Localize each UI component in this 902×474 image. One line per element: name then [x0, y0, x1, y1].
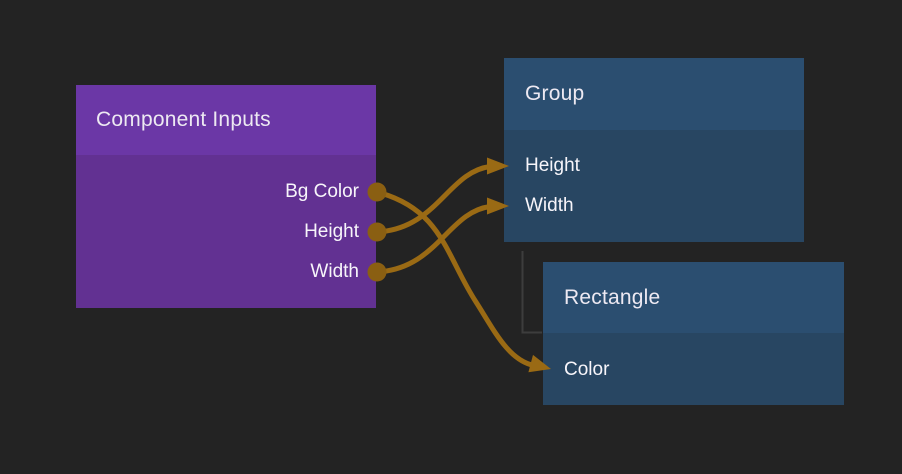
node-component-inputs-title: Component Inputs [76, 85, 376, 155]
input-port-row-group-height[interactable]: Height [525, 155, 580, 176]
node-rectangle-title: Rectangle [543, 262, 844, 333]
arrowhead-icon [528, 354, 551, 373]
node-group-body: Height Width [504, 130, 804, 242]
output-port-row-width[interactable]: Width [310, 261, 359, 282]
input-port-row-rectangle-color[interactable]: Color [564, 359, 610, 380]
node-component-inputs-body: Bg Color Height Width [76, 155, 376, 308]
wire-bgcolor-to-rectangle-color[interactable] [374, 189, 551, 373]
wire-path[interactable] [374, 189, 537, 368]
node-rectangle-body: Color [543, 333, 844, 405]
output-port-dot-bg-color[interactable] [367, 182, 387, 202]
output-port-row-bg-color[interactable]: Bg Color [285, 181, 359, 202]
node-group-title: Group [504, 58, 804, 130]
node-rectangle[interactable]: Rectangle Color [543, 262, 844, 405]
wire-width-to-group-width[interactable] [374, 197, 509, 275]
wire-height-to-group-height[interactable] [374, 157, 509, 235]
arrowhead-icon [487, 197, 509, 215]
output-port-dot-height[interactable] [367, 222, 387, 242]
input-port-row-group-width[interactable]: Width [525, 195, 574, 216]
node-component-inputs[interactable]: Component Inputs Bg Color Height Width [76, 85, 376, 308]
wire-path[interactable] [374, 204, 493, 275]
hierarchy-connector-group-rectangle [521, 251, 542, 334]
output-port-row-height[interactable]: Height [304, 221, 359, 242]
output-port-dot-width[interactable] [367, 262, 387, 282]
wire-path[interactable] [374, 164, 493, 235]
arrowhead-icon [487, 157, 509, 175]
node-group[interactable]: Group Height Width [504, 58, 804, 242]
